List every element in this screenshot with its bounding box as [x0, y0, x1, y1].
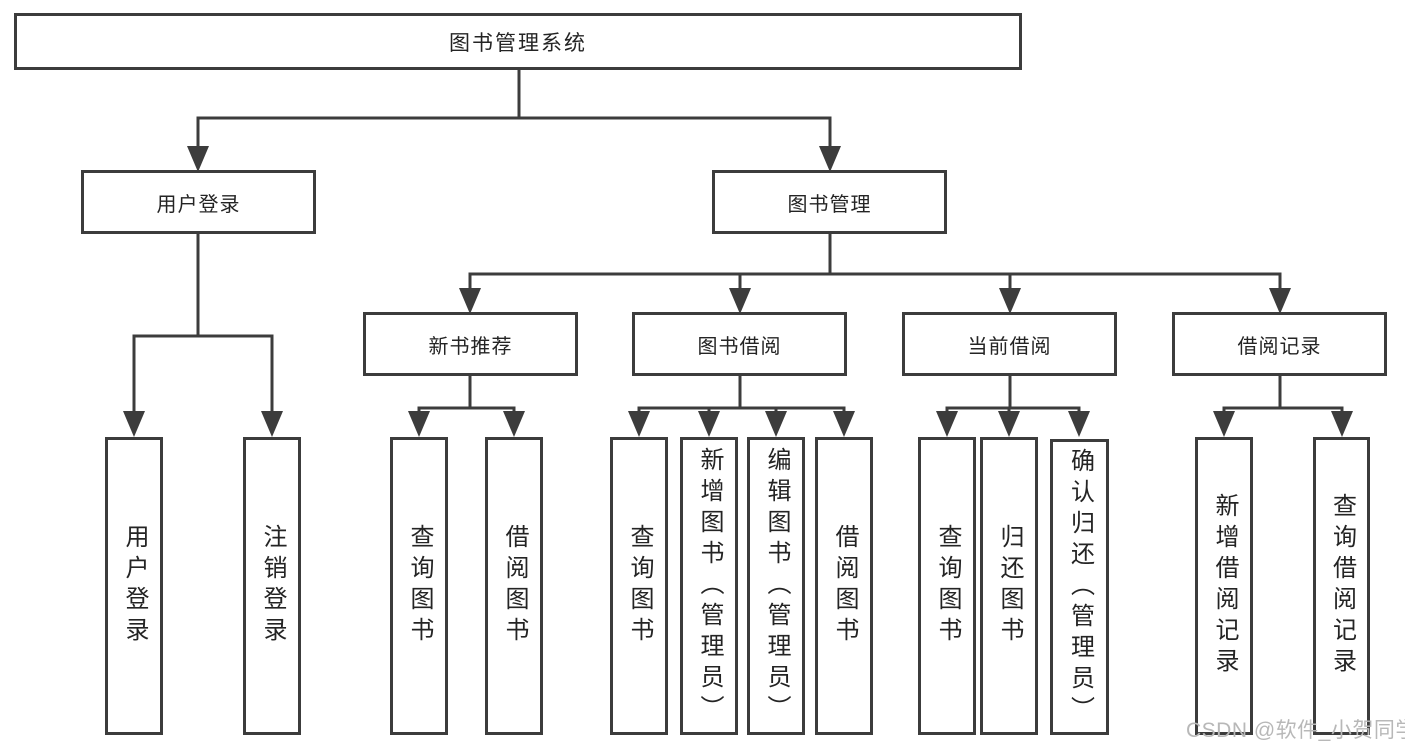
node-root: 图书管理系统 [14, 13, 1022, 70]
leaf-cb-query-books: 查询图书 [918, 437, 976, 735]
leaf-br-query-record: 查询借阅记录 [1313, 437, 1370, 735]
node-user-login: 用户登录 [81, 170, 316, 234]
leaf-bb-borrow-books: 借阅图书 [815, 437, 873, 735]
leaf-nbr-borrow-books: 借阅图书 [485, 437, 543, 735]
leaf-user-login: 用户登录 [105, 437, 163, 735]
watermark: CSDN @软件_小贺同学 [1186, 719, 1405, 742]
leaf-cb-return-books: 归还图书 [980, 437, 1038, 735]
node-current-borrow: 当前借阅 [902, 312, 1117, 376]
leaf-bb-query-books: 查询图书 [610, 437, 668, 735]
leaf-bb-edit-books-admin: 编辑图书（管理员） [747, 437, 805, 735]
leaf-nbr-query-books: 查询图书 [390, 437, 448, 735]
leaf-bb-add-books-admin: 新增图书（管理员） [680, 437, 738, 735]
node-book-borrow: 图书借阅 [632, 312, 847, 376]
leaf-cb-confirm-return-admin: 确认归还（管理员） [1050, 439, 1109, 735]
node-borrow-records: 借阅记录 [1172, 312, 1387, 376]
leaf-logout: 注销登录 [243, 437, 301, 735]
node-new-book-recommend: 新书推荐 [363, 312, 578, 376]
node-book-management: 图书管理 [712, 170, 947, 234]
leaf-br-add-record: 新增借阅记录 [1195, 437, 1253, 735]
